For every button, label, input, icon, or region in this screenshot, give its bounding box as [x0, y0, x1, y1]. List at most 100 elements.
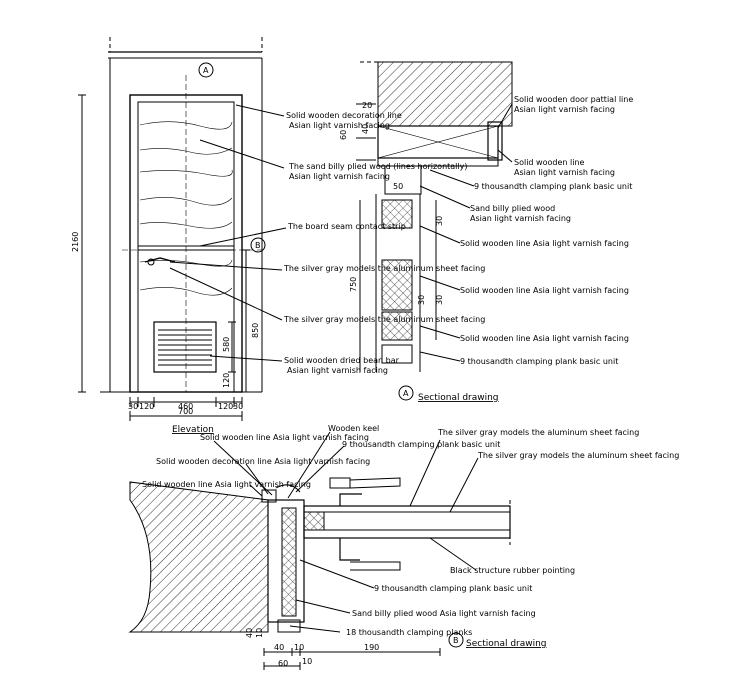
- clamping-plank: [377, 157, 499, 167]
- wood-grain: [139, 147, 233, 155]
- label-wood-line-1: Solid wooden line Asia light varnish fac…: [460, 239, 629, 248]
- dim-40: 40: [361, 124, 370, 134]
- wooden-keel: [281, 507, 297, 617]
- section-bubble-a: [198, 62, 214, 78]
- leader-line: [169, 267, 283, 321]
- bottom-rail: [381, 344, 413, 364]
- handle-dim-text: 850: [251, 323, 260, 338]
- label-varnish-2: Asian light varnish facing: [289, 172, 390, 181]
- section-a-text: 20 40 60 50 30 750 30 30 A Sectional dra…: [339, 95, 633, 403]
- label-wood-line-2: Solid wooden line Asia light varnish fac…: [460, 286, 629, 295]
- label-sand-billy: Sand billy plied wood: [470, 204, 555, 213]
- section-bubble-b: [448, 632, 464, 648]
- dim-40b: 40: [245, 628, 254, 638]
- height-dim-text: 2160: [71, 232, 80, 252]
- label-clamping-plank-2: 9 thousandth clamping plank basic unit: [460, 357, 618, 366]
- label-wood-line-1: Solid wooden line Asia light varnish fac…: [200, 433, 369, 442]
- dim-10c: 10: [255, 628, 264, 638]
- handle-lever-2: [350, 561, 401, 571]
- wall-hatch: [377, 61, 513, 127]
- bubble-a-letter: A: [203, 66, 209, 75]
- vent-slats: [158, 329, 212, 366]
- label-varnish-3: Asian light varnish facing: [470, 214, 571, 223]
- elevation-title: Elevation: [172, 425, 214, 435]
- aluminum-block: [381, 259, 413, 311]
- label-door-partial-line: Solid wooden door pattial line: [514, 95, 633, 104]
- dim-30: 30: [435, 216, 444, 226]
- total-width-text: 700: [178, 407, 193, 416]
- wood-grain: [139, 121, 233, 130]
- handle-lever: [349, 477, 401, 489]
- dim-30c: 30: [417, 295, 426, 305]
- section-a-view: [356, 61, 513, 401]
- width-dim-4: 120: [218, 402, 233, 411]
- label-rubber-pointing: Black structure rubber pointing: [450, 566, 575, 575]
- leader-line: [497, 103, 513, 129]
- width-dim-2: 120: [139, 402, 154, 411]
- label-varnish: Asian light varnish facing: [514, 105, 615, 114]
- label-clamping-plank: 9 thousandth clamping plank basic unit: [474, 182, 632, 191]
- dim-10: 10: [294, 643, 304, 652]
- label-wood-line-2: Solid wooden line Asia light varnish fac…: [142, 480, 311, 489]
- leader-line: [235, 104, 285, 117]
- label-sand-billy: Sand billy plied wood Asia light varnish…: [352, 609, 536, 618]
- label-decoration-line: Solid wooden decoration line Asia light …: [156, 457, 370, 466]
- label-clamping-plank-2: 9 thousandth clamping plank basic unit: [374, 584, 532, 593]
- label-clamping-18: 18 thousandth clamping planks: [346, 628, 472, 637]
- section-a-title: Sectional drawing: [418, 393, 499, 403]
- bubble-a-letter: A: [403, 389, 409, 398]
- wood-line-block: [381, 199, 413, 229]
- door-partial-line: [487, 121, 503, 161]
- dim-190: 190: [364, 643, 379, 652]
- wood-grain: [139, 169, 233, 177]
- leaf-edge-block: [303, 511, 325, 531]
- label-decoration-line: Solid wooden decoration line: [286, 111, 402, 120]
- dim-60: 60: [278, 659, 288, 668]
- bubble-b-letter: B: [255, 241, 261, 250]
- section-b-text: Wooden keel Solid wooden line Asia light…: [142, 424, 679, 668]
- dim-30b: 30: [435, 295, 444, 305]
- width-dim-1: 30: [128, 402, 138, 411]
- label-wood-line-3: Solid wooden line Asia light varnish fac…: [460, 334, 629, 343]
- wall-hatch: [128, 481, 269, 633]
- door-leaf-section: [303, 505, 511, 539]
- leader-line: [169, 261, 283, 271]
- dim-60: 60: [339, 130, 348, 140]
- bubble-b-letter: B: [453, 636, 459, 645]
- label-wooden-keel: Wooden keel: [328, 424, 379, 433]
- vent-dim-text: 580: [222, 337, 231, 352]
- wood-line-block-2: [381, 311, 413, 341]
- elevation-view: [78, 37, 287, 421]
- section-bubble-b: [250, 237, 266, 253]
- label-varnish-2: Asian light varnish facing: [514, 168, 615, 177]
- head-block: [384, 165, 422, 195]
- width-dim-5: 30: [233, 402, 243, 411]
- label-varnish: Asian light varnish facing: [289, 121, 390, 130]
- label-solid-wooden-line: Solid wooden line: [514, 158, 585, 167]
- label-varnish-3: Asian light varnish facing: [287, 366, 388, 375]
- label-aluminum-2: The silver gray models the aluminum shee…: [477, 451, 679, 460]
- leader-line: [199, 139, 285, 169]
- section-b-title: Sectional drawing: [466, 639, 547, 649]
- vent-grille: [153, 321, 217, 373]
- handle-top: [339, 493, 362, 506]
- width-dim-3: 460: [178, 402, 193, 411]
- leader-line: [199, 227, 287, 247]
- handle-rose: [329, 477, 351, 489]
- wood-grain: [139, 197, 233, 206]
- handle-rosette: [147, 258, 155, 266]
- dim-50: 50: [393, 182, 403, 191]
- label-dried-bean-bar: Solid wooden dried bean bar: [284, 356, 400, 365]
- dim-10b: 10: [302, 657, 312, 666]
- handle-bottom: [339, 538, 360, 561]
- section-bubble-a: [398, 385, 414, 401]
- bottom-moulding: [277, 619, 301, 633]
- label-aluminum-1: The silver gray models the aluminum shee…: [437, 428, 639, 437]
- label-clamping-plank-1: 9 thousandth clamping plank basic unit: [342, 440, 500, 449]
- dim-20: 20: [362, 101, 372, 110]
- leader-line: [287, 431, 331, 499]
- door-handle: [144, 257, 176, 263]
- section-b-view: [128, 431, 511, 670]
- wood-grain: [139, 221, 233, 229]
